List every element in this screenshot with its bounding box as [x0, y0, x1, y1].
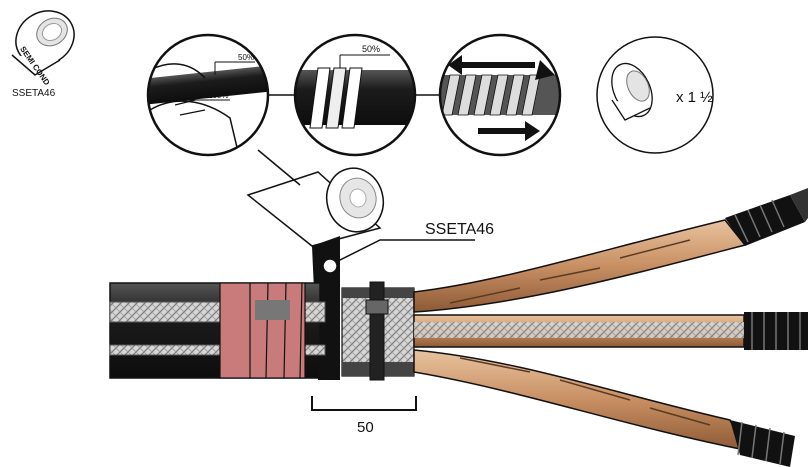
arrow-rotate-icon — [535, 60, 555, 80]
pointer-callout: SSETA46 — [322, 221, 494, 274]
overlap-50-label-2: 50% — [362, 44, 380, 54]
dimension-bracket: 50 — [311, 396, 417, 436]
quantity-circle: x 1 ½ — [596, 36, 714, 154]
pointer-product-label: SSETA46 — [425, 221, 494, 238]
quantity-label: x 1 ½ — [676, 89, 713, 106]
step-2-circle: 50% — [293, 33, 417, 157]
step-1-circle: 50% 100% — [146, 33, 270, 157]
overlap-100-label: 100% — [208, 91, 228, 100]
cable-tie — [369, 281, 385, 381]
top-left-product-label: SSETA46 — [12, 88, 56, 99]
core-end-middle — [744, 312, 808, 350]
cable-assembly — [109, 188, 808, 467]
step-3-circle — [438, 33, 562, 157]
tape-roll-icon: SEMI COND — [11, 10, 75, 87]
core-end-bottom — [730, 420, 795, 467]
arrow-right-icon — [478, 121, 540, 141]
arrow-left-icon — [448, 55, 535, 75]
core-end-top — [725, 188, 808, 246]
dimension-label: 50 — [357, 419, 374, 436]
overlap-50-label: 50% — [238, 53, 254, 62]
